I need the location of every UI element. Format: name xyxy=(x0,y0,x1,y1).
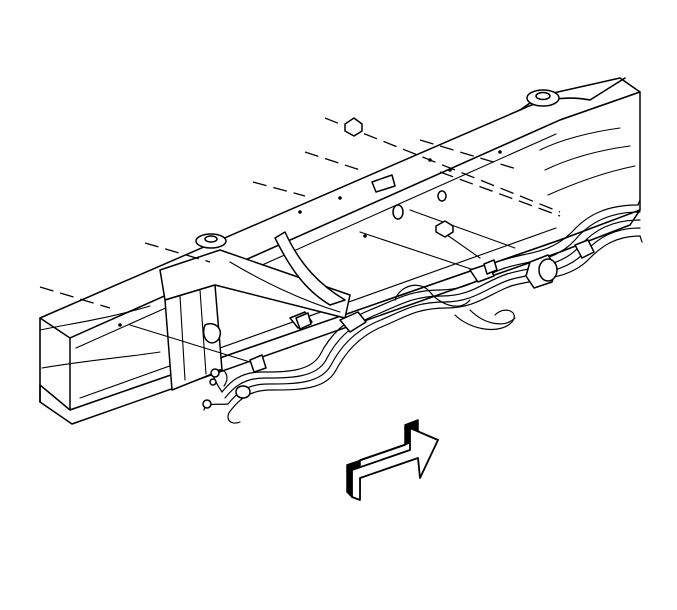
brake-line-bundle xyxy=(202,199,643,424)
direction-arrow-icon xyxy=(346,419,439,501)
fastener-nut xyxy=(344,117,454,238)
fastener-leaders xyxy=(39,117,561,363)
frame-rail xyxy=(39,77,641,425)
crossmember xyxy=(159,231,351,391)
retaining-clip xyxy=(235,259,498,399)
